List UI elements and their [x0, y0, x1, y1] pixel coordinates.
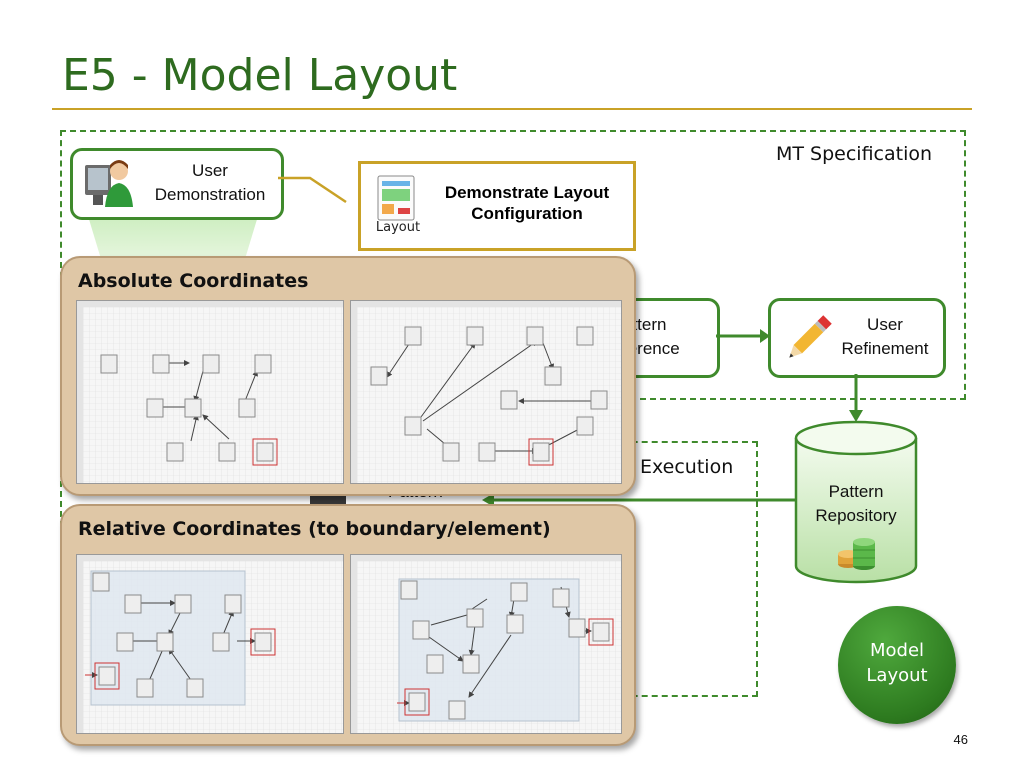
pattern-repository-cylinder: Pattern Repository: [794, 420, 918, 584]
pattern-inference-text: attern ference: [623, 313, 713, 361]
user-refinement-text: User Refinement: [831, 313, 939, 361]
demonstration-beam: [88, 216, 258, 261]
user-refinement-line2: Refinement: [841, 339, 929, 358]
user-at-computer-icon: [79, 155, 135, 213]
relative-coordinates-panel: Relative Coordinates (to boundary/elemen…: [60, 504, 636, 746]
absolute-screenshot-left: [76, 300, 344, 484]
relative-coordinates-title: Relative Coordinates (to boundary/elemen…: [78, 518, 551, 540]
database-stack-icon: [836, 534, 878, 574]
slide-title: E5 - Model Layout: [62, 50, 458, 101]
pattern-repository-line1: Pattern: [828, 482, 884, 501]
pattern-repository-line2: Repository: [815, 506, 897, 525]
pattern-repository-text: Pattern Repository: [794, 480, 918, 528]
demonstrate-layout-line2: Configuration: [471, 204, 583, 223]
inference-to-refinement-arrow: [716, 329, 770, 343]
absolute-screenshot-right: [350, 300, 622, 484]
repository-to-execution-arrow: [482, 493, 796, 507]
relative-screenshot-left: [76, 554, 344, 734]
pattern-inference-line1: attern: [623, 315, 667, 334]
user-demonstration-text: User Demonstration: [141, 159, 279, 207]
page-number: 46: [953, 732, 968, 747]
absolute-coordinates-panel: Absolute Coordinates: [60, 256, 636, 496]
demonstrate-connector: [278, 176, 347, 204]
demonstrate-layout-line1: Demonstrate Layout: [444, 183, 610, 202]
layout-window-icon: Layout: [373, 174, 423, 238]
execution-label: Execution: [640, 456, 734, 478]
pencil-icon: [781, 313, 833, 367]
user-refinement-line1: User: [867, 315, 903, 334]
user-demonstration-line2: Demonstration: [154, 185, 266, 204]
title-divider: [52, 108, 972, 110]
model-layout-text: Model Layout: [838, 638, 956, 688]
demonstrate-layout-text: Demonstrate Layout Configuration: [427, 182, 627, 224]
user-demonstration-box: User Demonstration: [70, 148, 284, 220]
user-refinement-box: User Refinement: [768, 298, 946, 378]
model-layout-line1: Model: [869, 640, 925, 661]
refinement-to-repository-arrow: [849, 374, 863, 422]
absolute-coordinates-title: Absolute Coordinates: [78, 270, 309, 292]
mt-specification-label: MT Specification: [776, 143, 933, 165]
relative-screenshot-right: [350, 554, 622, 734]
layout-icon-label: Layout: [375, 220, 421, 235]
demonstrate-layout-box: Layout Demonstrate Layout Configuration: [358, 161, 636, 251]
pattern-inference-line2: ference: [623, 339, 680, 358]
user-demonstration-line1: User: [192, 161, 228, 180]
model-layout-line2: Layout: [866, 665, 928, 686]
model-layout-badge: Model Layout: [838, 606, 956, 724]
